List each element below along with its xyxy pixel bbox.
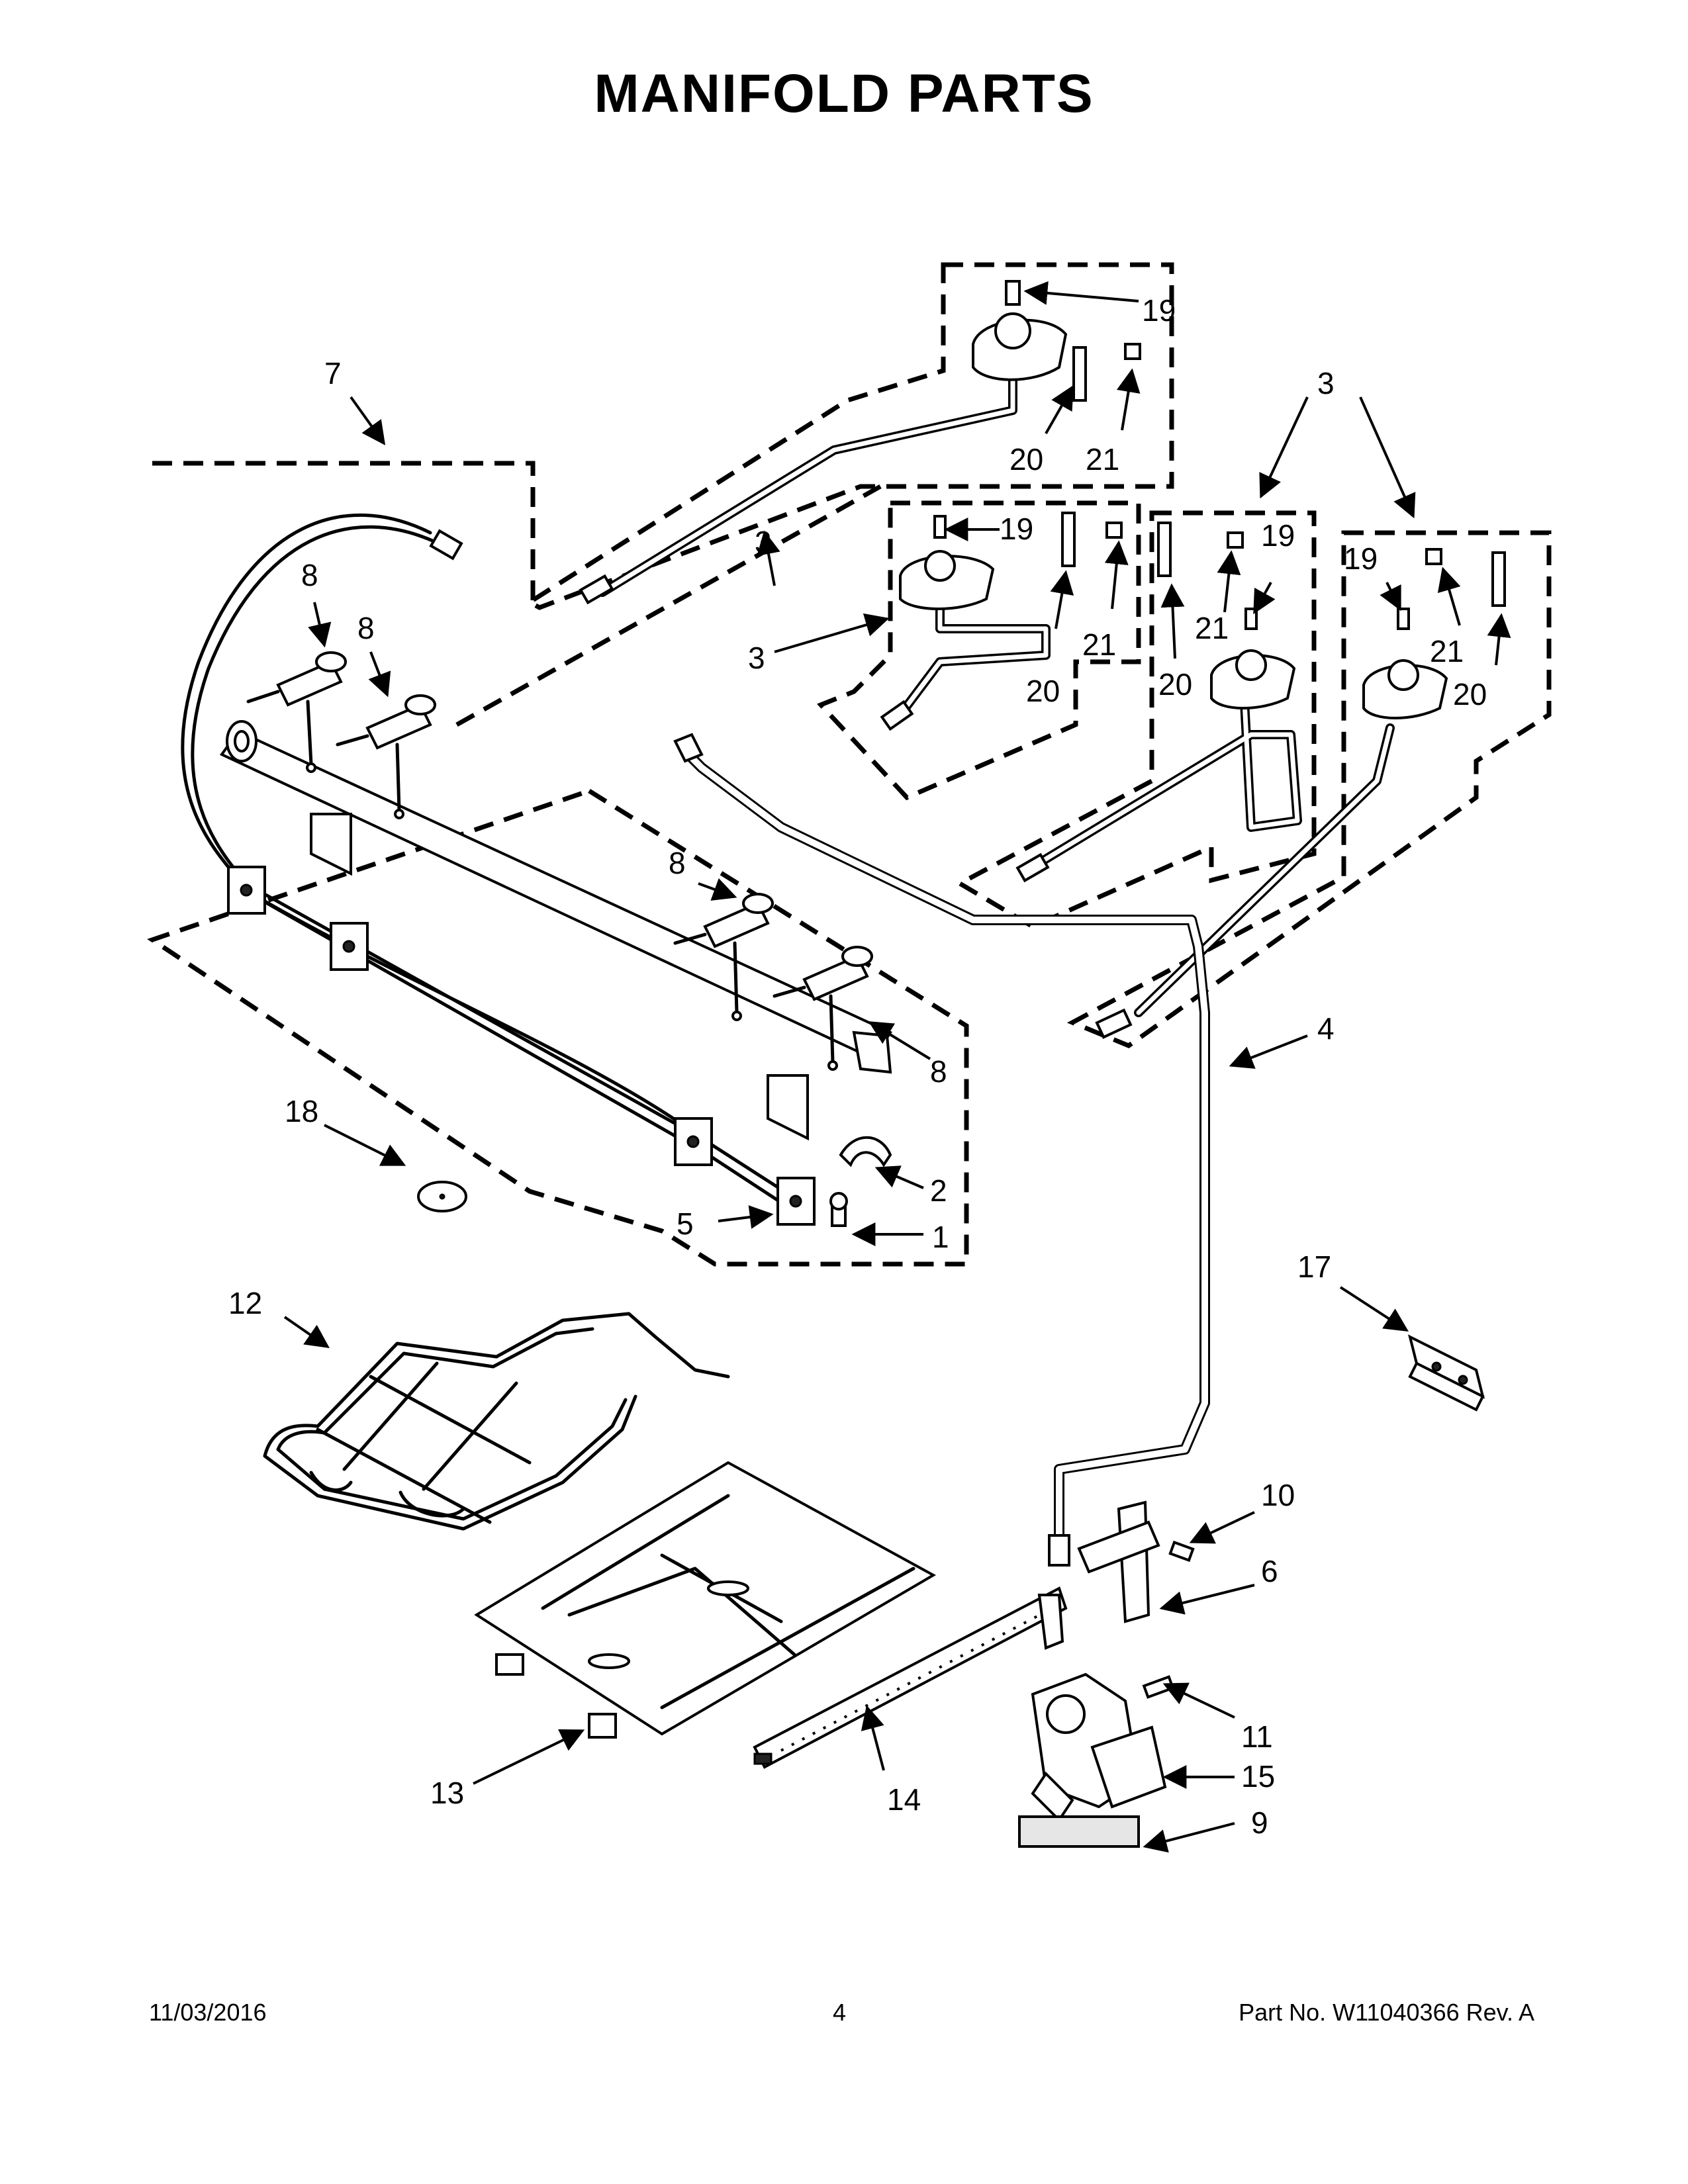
- callout-17: 17: [1297, 1250, 1331, 1284]
- burner-tube: [753, 1586, 1068, 1769]
- callout-21: 21: [1082, 627, 1116, 662]
- broil-element: [263, 1312, 730, 1531]
- callout-5: 5: [677, 1206, 694, 1241]
- callout-20: 20: [1009, 442, 1043, 477]
- gas-regulator-valve: [1018, 1672, 1175, 1848]
- callout-8: 8: [357, 611, 375, 645]
- callout-10: 10: [1261, 1478, 1295, 1512]
- callout-7: 7: [324, 356, 342, 390]
- callout-20: 20: [1453, 677, 1487, 711]
- orifice-bracket: [1037, 1500, 1195, 1650]
- group-box-valve-2: [816, 500, 1141, 801]
- callout-labels: 7 8 8 8 8 2 1 5 18 19 20 21 3 19 20 21 3…: [228, 293, 1487, 1840]
- footer-part-number: Part No. W11040366 Rev. A: [1239, 1999, 1534, 2026]
- callout-8: 8: [301, 558, 318, 592]
- callout-3: 3: [755, 525, 772, 559]
- callout-8: 8: [930, 1054, 947, 1089]
- callout-19: 19: [1261, 518, 1295, 553]
- callout-15: 15: [1241, 1759, 1275, 1794]
- callout-12: 12: [228, 1286, 262, 1320]
- valve-tube-assembly: [579, 280, 1506, 1039]
- wire-clip: [227, 866, 816, 1226]
- group-box-top-valve: [525, 262, 1174, 610]
- leader-arrows: [283, 281, 1511, 1853]
- callout-19: 19: [1344, 541, 1378, 576]
- callout-21: 21: [1195, 611, 1229, 645]
- callout-3: 3: [1317, 366, 1335, 400]
- callout-19: 19: [1142, 293, 1176, 328]
- gas-supply-tube: [673, 733, 1210, 1567]
- callout-21: 21: [1430, 634, 1464, 668]
- callout-11: 11: [1241, 1719, 1273, 1754]
- page-title: MANIFOLD PARTS: [594, 64, 1094, 124]
- group-box-valve-3: [955, 510, 1317, 929]
- callout-18: 18: [285, 1094, 318, 1128]
- callout-9: 9: [1251, 1805, 1268, 1840]
- callout-20: 20: [1026, 674, 1060, 708]
- callout-21: 21: [1086, 442, 1119, 477]
- callout-4: 4: [1317, 1011, 1335, 1046]
- igniter-spark-module: [1408, 1334, 1485, 1412]
- clamp-and-screw: [829, 1136, 892, 1227]
- callout-8: 8: [669, 846, 686, 880]
- footer-date: 11/03/2016: [149, 1999, 267, 2026]
- callout-13: 13: [430, 1776, 464, 1810]
- group-box-manifold-top: [455, 484, 882, 727]
- group-box-valve-4: [1066, 530, 1552, 1048]
- group-box-manifold: [147, 461, 969, 1267]
- footer-page-number: 4: [833, 1999, 847, 2026]
- callout-2: 2: [930, 1173, 947, 1208]
- wire-harness: [181, 513, 816, 1226]
- manifold-pipe: [219, 720, 892, 1141]
- bake-element-cover: [474, 1461, 937, 1739]
- callout-20: 20: [1158, 667, 1192, 702]
- callout-14: 14: [887, 1782, 921, 1817]
- callout-3: 3: [748, 641, 765, 675]
- callout-1: 1: [932, 1220, 949, 1254]
- burner-valve: [246, 651, 873, 1071]
- callout-19: 19: [1000, 512, 1033, 546]
- callout-6: 6: [1261, 1554, 1278, 1588]
